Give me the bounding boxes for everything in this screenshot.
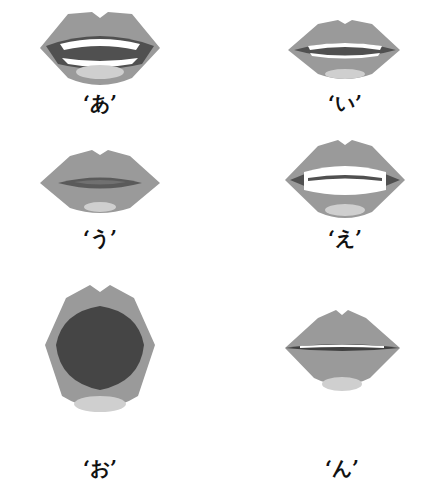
mouth-shape-i: [288, 20, 400, 79]
mouth-shape-e: [285, 140, 405, 218]
vowel-label: ‘お’: [83, 456, 117, 480]
mouth-shape-a: [40, 12, 160, 85]
vowel-label: ‘え’: [328, 226, 362, 250]
vowel-label: ‘あ’: [83, 91, 117, 115]
vowel-label: ‘う’: [83, 226, 117, 250]
mouth-shape-n: [285, 310, 400, 391]
mouth-shape-o: [45, 285, 155, 412]
vowel-label: ‘い’: [328, 91, 362, 115]
mouth-shape-u: [40, 150, 160, 213]
vowel-label: ‘ん’: [325, 456, 359, 480]
